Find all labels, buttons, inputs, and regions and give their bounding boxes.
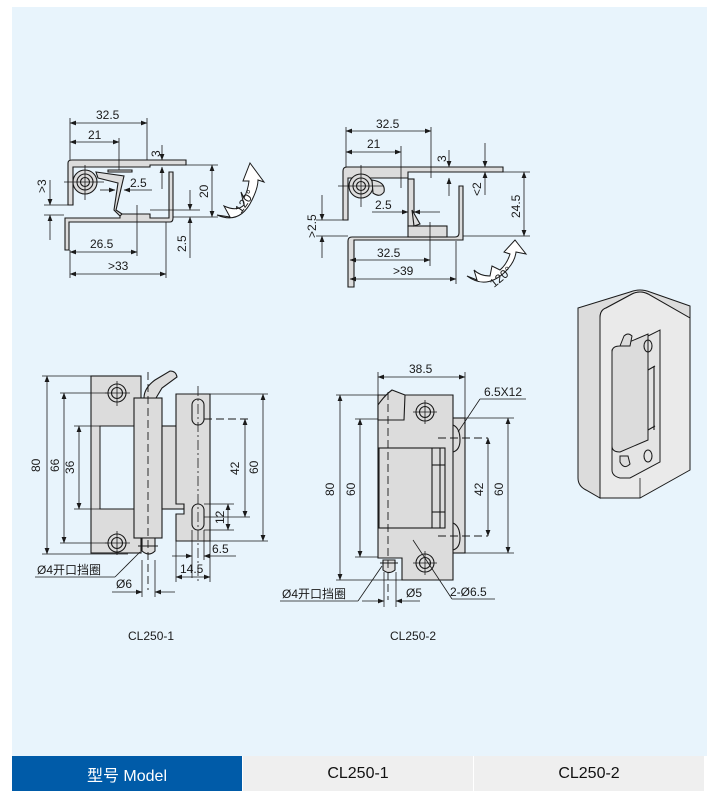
svg-text:14.5: 14.5 <box>180 562 204 576</box>
svg-text:>33: >33 <box>108 259 129 273</box>
model-table: 型号 Model CL250-1 CL250-2 <box>12 756 704 791</box>
retaining-ring-label: Ø4开口挡圈 <box>37 563 101 577</box>
svg-text:2-Ø6.5: 2-Ø6.5 <box>450 585 487 599</box>
svg-text:<2: <2 <box>470 182 484 196</box>
svg-text:Ø5: Ø5 <box>406 586 422 600</box>
table-cell-model: CL250-2 <box>474 756 704 791</box>
hinge-leaf-upper <box>67 159 187 206</box>
rotation-arrow-icon: 120° <box>466 239 528 290</box>
svg-text:21: 21 <box>367 137 381 151</box>
caption-cl250-2: CL250-2 <box>390 629 436 643</box>
svg-text:120°: 120° <box>487 263 515 290</box>
table-cell-model: CL250-1 <box>243 756 473 791</box>
leaf-right <box>175 393 211 542</box>
svg-text:20: 20 <box>197 184 211 198</box>
rotation-arrow-icon: 120° <box>216 161 266 219</box>
svg-text:6.5: 6.5 <box>212 542 229 556</box>
isometric-product-view <box>577 289 691 499</box>
svg-text:80: 80 <box>323 482 337 496</box>
dim-21: 21 <box>88 128 102 142</box>
svg-text:42: 42 <box>228 461 242 475</box>
svg-text:42: 42 <box>472 482 486 496</box>
slot-size-label: 6.5X12 <box>484 385 522 399</box>
hinge-leaf-lower <box>347 185 464 288</box>
svg-text:80: 80 <box>29 458 43 472</box>
table-header-model: 型号 Model <box>12 756 242 791</box>
svg-text:32.5: 32.5 <box>377 246 401 260</box>
svg-text:60: 60 <box>344 482 358 496</box>
svg-text:>3: >3 <box>35 179 49 193</box>
svg-text:32.5: 32.5 <box>376 117 400 131</box>
dim-32-5: 32.5 <box>96 108 120 122</box>
front-view-cl250-1: 80 66 36 42 60 12 6.5 14.5 <box>29 370 268 597</box>
svg-text:3: 3 <box>435 155 449 162</box>
hinge-leaf-upper <box>342 166 504 221</box>
technical-drawing: 32.5 21 3 2.5 >3 20 2.5 26.5 <box>29 108 691 643</box>
svg-text:3: 3 <box>149 150 163 157</box>
svg-text:38.5: 38.5 <box>409 362 433 376</box>
svg-text:24.5: 24.5 <box>509 194 523 218</box>
svg-text:Ø6: Ø6 <box>116 577 132 591</box>
svg-text:2.5: 2.5 <box>175 235 189 252</box>
svg-text:2.5: 2.5 <box>375 198 392 212</box>
svg-text:>2.5: >2.5 <box>305 214 319 238</box>
side-view-cl250-2: 32.5 21 3 <2 2.5 24.5 >2.5 32.5 > <box>305 117 530 290</box>
svg-text:60: 60 <box>247 460 261 474</box>
front-view-cl250-2: 38.5 6.5X12 80 60 42 60 Ø5 2-Ø6.5 <box>280 362 526 607</box>
svg-text:>39: >39 <box>393 264 414 278</box>
svg-text:36: 36 <box>63 460 77 474</box>
side-view-cl250-1: 32.5 21 3 2.5 >3 20 2.5 26.5 <box>35 108 266 278</box>
svg-text:66: 66 <box>48 458 62 472</box>
svg-text:60: 60 <box>492 482 506 496</box>
svg-text:2.5: 2.5 <box>130 176 147 190</box>
svg-text:12: 12 <box>213 510 227 524</box>
caption-cl250-1: CL250-1 <box>128 629 174 643</box>
hinge-leaf-lower <box>64 171 174 251</box>
svg-text:26.5: 26.5 <box>90 237 114 251</box>
retaining-ring-label: Ø4开口挡圈 <box>282 587 346 601</box>
